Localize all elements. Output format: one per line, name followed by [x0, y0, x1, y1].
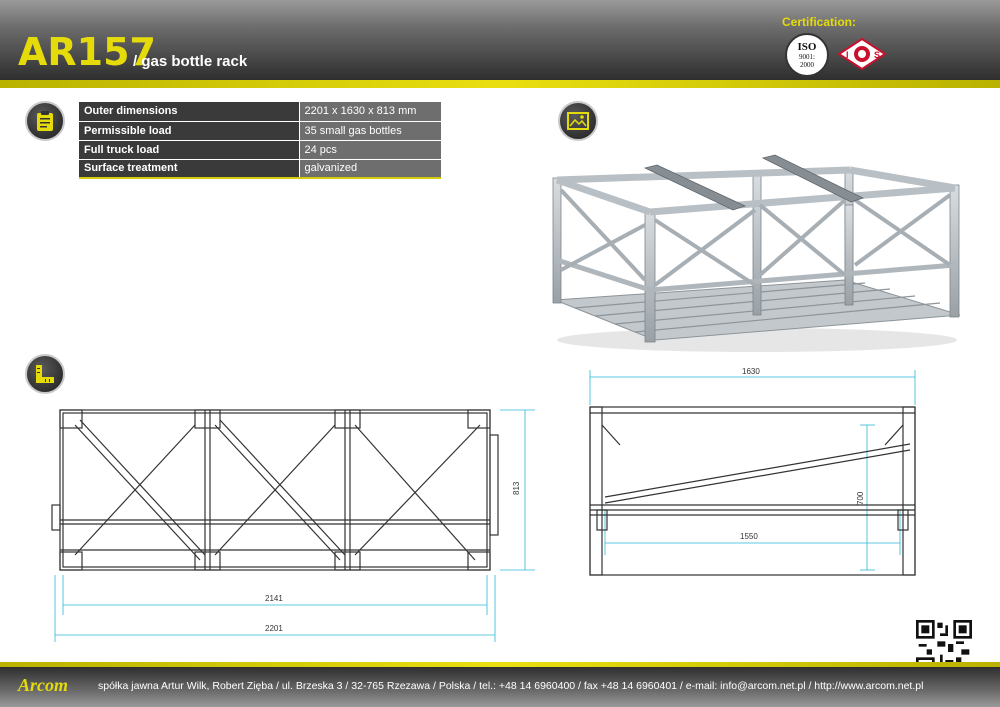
table-row: Full truck load 24 pcs: [79, 140, 441, 160]
footer-bar: [0, 667, 1000, 707]
header-bar: [0, 0, 1000, 80]
spec-label: Surface treatment: [79, 159, 300, 179]
brand-logo: Arcom: [18, 675, 69, 695]
model-number: AR157: [18, 30, 156, 74]
side-view-drawing: 813 2141 2201: [51, 409, 535, 642]
end-width-dimension: 1630: [742, 367, 760, 376]
table-row: Permissible load 35 small gas bottles: [79, 121, 441, 141]
table-row: Surface treatment galvanized: [79, 159, 441, 179]
iso-certification-badge: ISO 9001: 2000: [785, 33, 829, 77]
clipboard-icon: [25, 101, 65, 141]
end-view-drawing: 1630 1550 700: [589, 367, 916, 576]
ios-certification-badge: I S: [837, 37, 887, 71]
spec-value: 2201 x 1630 x 813 mm: [299, 102, 441, 122]
ruler-icon: [25, 354, 65, 394]
specifications-table: Outer dimensions 2201 x 1630 x 813 mm Pe…: [79, 102, 441, 179]
ios-letter-s: S: [874, 50, 880, 60]
certification-label: Certification:: [782, 15, 857, 29]
product-subtitle: / gas bottle rack: [133, 53, 248, 70]
image-icon: [558, 101, 598, 141]
side-height-dimension: 813: [512, 481, 521, 495]
spec-value: 24 pcs: [299, 140, 441, 160]
iso-number: 9001:: [799, 52, 815, 61]
ios-letter-i: I: [846, 50, 849, 60]
iso-year: 2000: [800, 60, 814, 69]
end-inner-height-dimension: 700: [856, 491, 865, 505]
company-contact-info: spółka jawna Artur Wilk, Robert Zięba / …: [98, 680, 924, 692]
footer-stripe: [0, 662, 1000, 667]
spec-value: galvanized: [299, 159, 441, 179]
header-stripe: [0, 80, 1000, 88]
iso-title: ISO: [797, 40, 817, 53]
side-inner-length-dimension: 2141: [265, 594, 283, 603]
spec-label: Full truck load: [79, 140, 300, 160]
spec-value: 35 small gas bottles: [299, 121, 441, 141]
table-row: Outer dimensions 2201 x 1630 x 813 mm: [79, 102, 441, 122]
spec-label: Outer dimensions: [79, 102, 300, 122]
product-illustration: [552, 154, 961, 352]
spec-label: Permissible load: [79, 121, 300, 141]
side-outer-length-dimension: 2201: [265, 624, 283, 633]
end-inner-width-dimension: 1550: [740, 532, 758, 541]
